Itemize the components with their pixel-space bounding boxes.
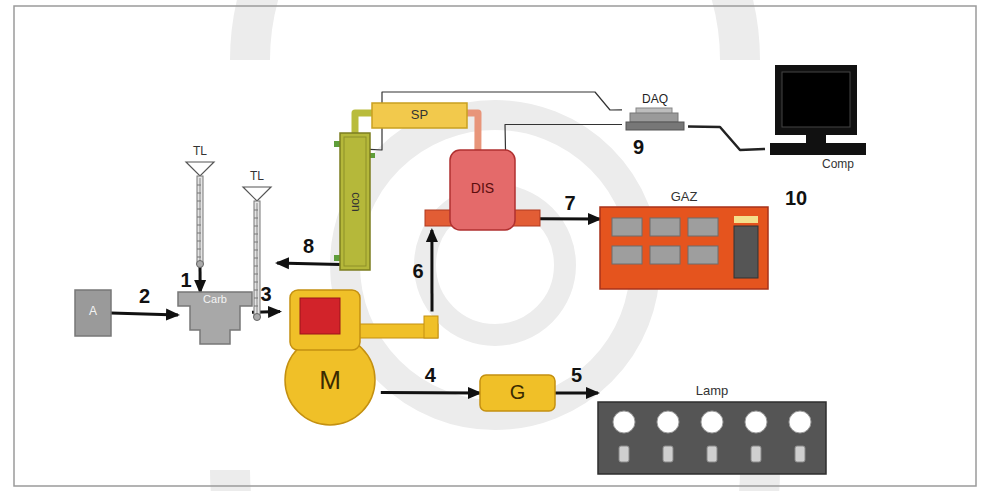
callout-number: 2: [139, 286, 150, 306]
condenser: con: [340, 133, 370, 270]
callout-number: 4: [425, 365, 436, 385]
carburetor: Carb: [178, 292, 252, 344]
callout-number: 8: [303, 236, 314, 256]
node-label: DIS: [455, 180, 510, 196]
sensor-wire: [370, 92, 622, 150]
flow-arrow: [277, 263, 340, 265]
flow-arrow: [111, 313, 178, 315]
callout-number: 1: [181, 270, 192, 290]
node-label: con: [348, 192, 362, 211]
sensor-wire: [505, 125, 622, 151]
flow-arrow: [540, 217, 600, 220]
flow-arrow: [430, 230, 433, 312]
callout-number: 5: [571, 365, 582, 385]
node-label: DAQ: [635, 93, 675, 107]
engine: M: [280, 290, 440, 425]
generator: G: [480, 375, 555, 411]
data-cable: [688, 127, 765, 150]
node-label: Comp: [813, 158, 863, 172]
daq-device: DAQ: [622, 93, 688, 135]
computer: Comp: [765, 65, 870, 185]
gas-analyzer-art: [600, 190, 768, 290]
thermometer-art: [180, 145, 220, 267]
callout-number: 3: [260, 284, 271, 304]
node-label: Lamp: [682, 384, 742, 399]
flow-arrow: [381, 391, 480, 394]
air-box: A: [75, 290, 111, 336]
pipe: [355, 113, 372, 133]
callout-number: 6: [412, 261, 423, 281]
lamp-panel: Lamp: [598, 384, 826, 474]
node-label: GAZ: [658, 190, 710, 205]
callout-number: 9: [633, 137, 644, 157]
sp-box: SP: [372, 103, 467, 128]
node-label: M: [305, 366, 355, 396]
node-label: Carb: [188, 293, 242, 306]
flow-arrow: [555, 392, 598, 395]
node-label: TL: [245, 170, 269, 184]
computer-art: [765, 65, 870, 185]
node-label: A: [81, 305, 105, 319]
gas-analyzer: GAZ: [600, 190, 768, 290]
callout-number: 10: [785, 188, 807, 208]
node-label: SP: [402, 108, 437, 123]
flow-arrow: [199, 267, 202, 292]
frame: [14, 6, 976, 486]
node-label: G: [500, 381, 535, 404]
engine-art: [280, 290, 440, 425]
pipe: [467, 113, 478, 150]
node-label: TL: [188, 145, 212, 159]
thermometer: TL: [180, 145, 220, 267]
distiller: DIS: [425, 150, 540, 230]
callout-number: 7: [564, 193, 575, 213]
